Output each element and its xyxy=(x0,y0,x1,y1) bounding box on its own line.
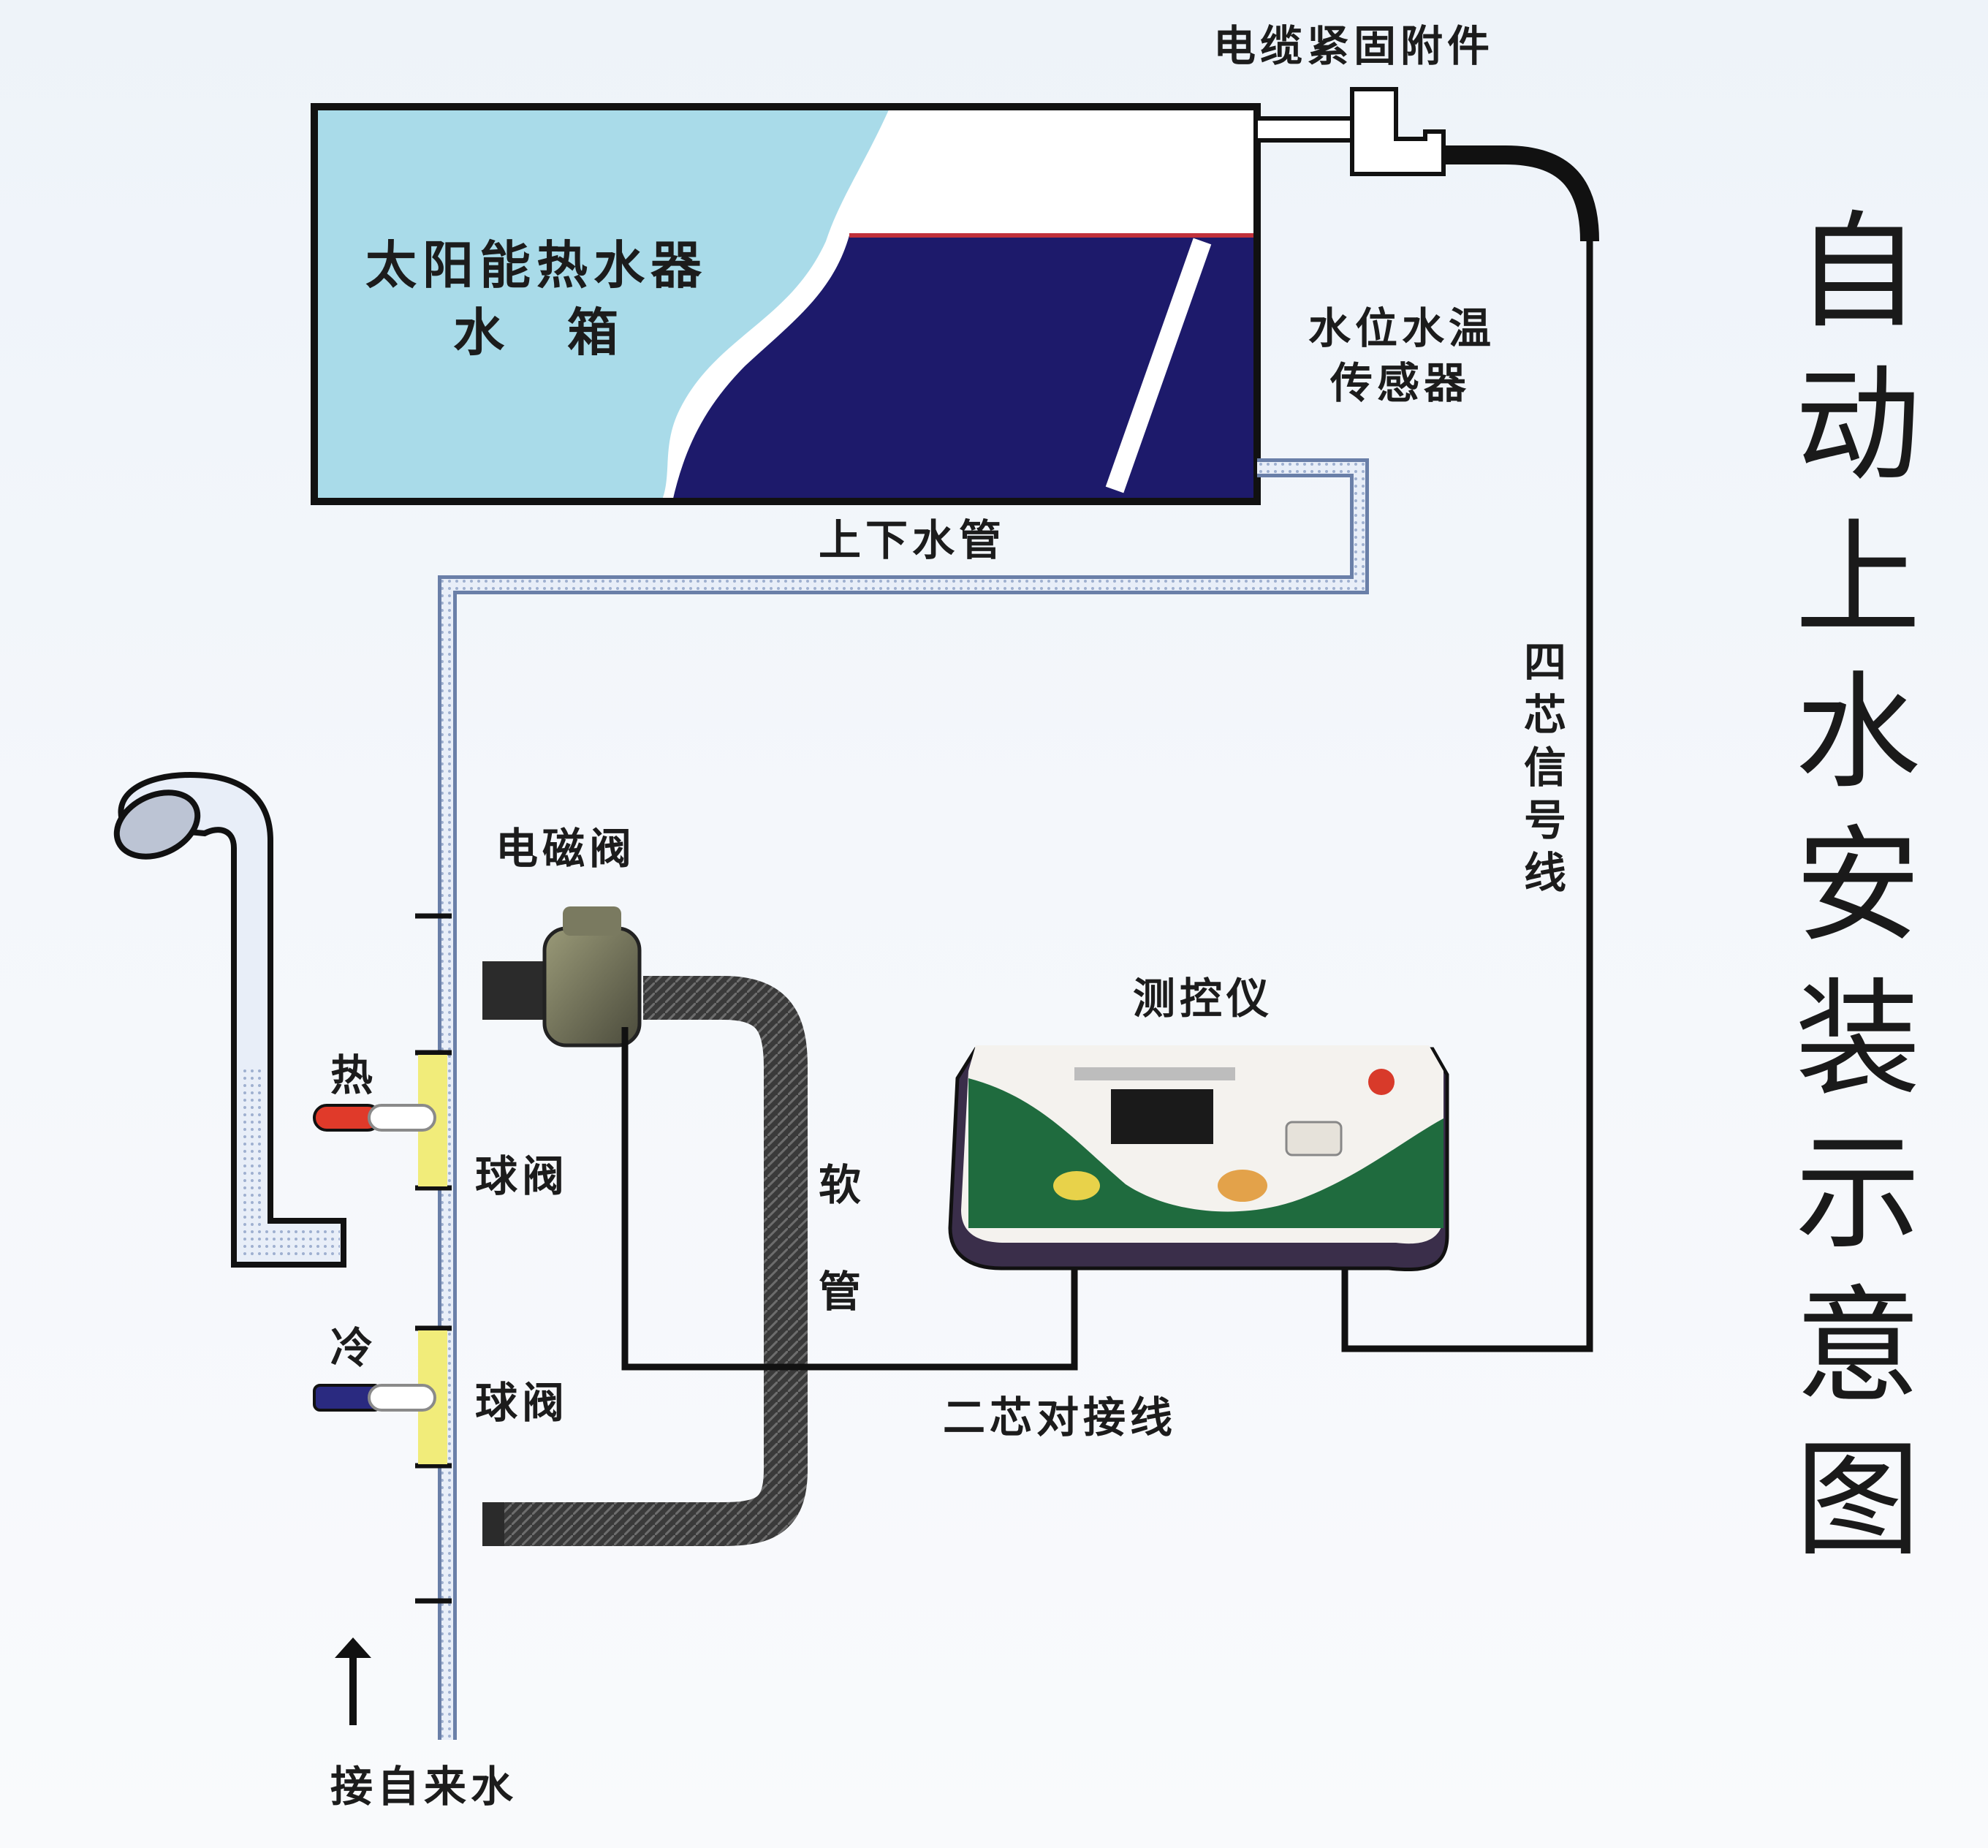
tank-outline xyxy=(311,103,1261,505)
main-title: 自动上水安装示意图 xyxy=(1773,205,1920,1586)
hot-valve-handle[interactable] xyxy=(313,1104,436,1132)
controller-label: 测控仪 xyxy=(1133,974,1274,1023)
controller-keypad xyxy=(1285,1121,1343,1156)
controller-unit xyxy=(948,1045,1449,1272)
tap-water-label: 接自来水 xyxy=(330,1762,518,1811)
two-core-wire-label: 二芯对接线 xyxy=(943,1393,1177,1442)
tank-name-label: 太阳能热水器 xyxy=(365,235,707,295)
tank-suffix-label: 水 箱 xyxy=(453,303,624,363)
flexible-hose xyxy=(482,976,808,1546)
hose-label-1: 软 xyxy=(819,1160,866,1210)
hot-ball-valve-label: 球阀 xyxy=(475,1151,569,1201)
cold-valve-handle[interactable] xyxy=(313,1384,436,1412)
sensor-probe xyxy=(1105,238,1212,493)
solenoid-valve xyxy=(482,906,642,1048)
tank-dark-water xyxy=(672,235,1256,501)
hose-label-2: 管 xyxy=(819,1267,866,1317)
up-arrow-icon xyxy=(335,1637,371,1725)
sensor-label-line2: 传感器 xyxy=(1330,358,1471,408)
cold-label: 冷 xyxy=(330,1323,378,1373)
controller-display xyxy=(1111,1089,1213,1144)
cable-fitting-label: 电缆紧固附件 xyxy=(1213,21,1495,71)
controller-button-left[interactable] xyxy=(1053,1171,1100,1200)
two-core-wire xyxy=(621,1027,1078,1371)
water-tank xyxy=(311,103,1261,505)
pipe-joints xyxy=(415,913,452,1604)
shower-head xyxy=(113,771,346,1268)
solenoid-valve-label: 电磁阀 xyxy=(496,824,637,874)
pipe-up-down-label: 上下水管 xyxy=(819,515,1006,565)
indicator-light-icon xyxy=(1368,1069,1395,1095)
up-down-water-pipe xyxy=(438,458,1369,1740)
sensor-label-line1: 水位水温 xyxy=(1308,303,1496,353)
cold-ball-valve-label: 球阀 xyxy=(475,1378,569,1428)
controller-button-right[interactable] xyxy=(1218,1170,1267,1202)
four-core-signal-wire-label: 四芯信号线 xyxy=(1517,640,1566,903)
hot-label: 热 xyxy=(330,1050,378,1100)
cable-fitting xyxy=(1253,87,1446,176)
